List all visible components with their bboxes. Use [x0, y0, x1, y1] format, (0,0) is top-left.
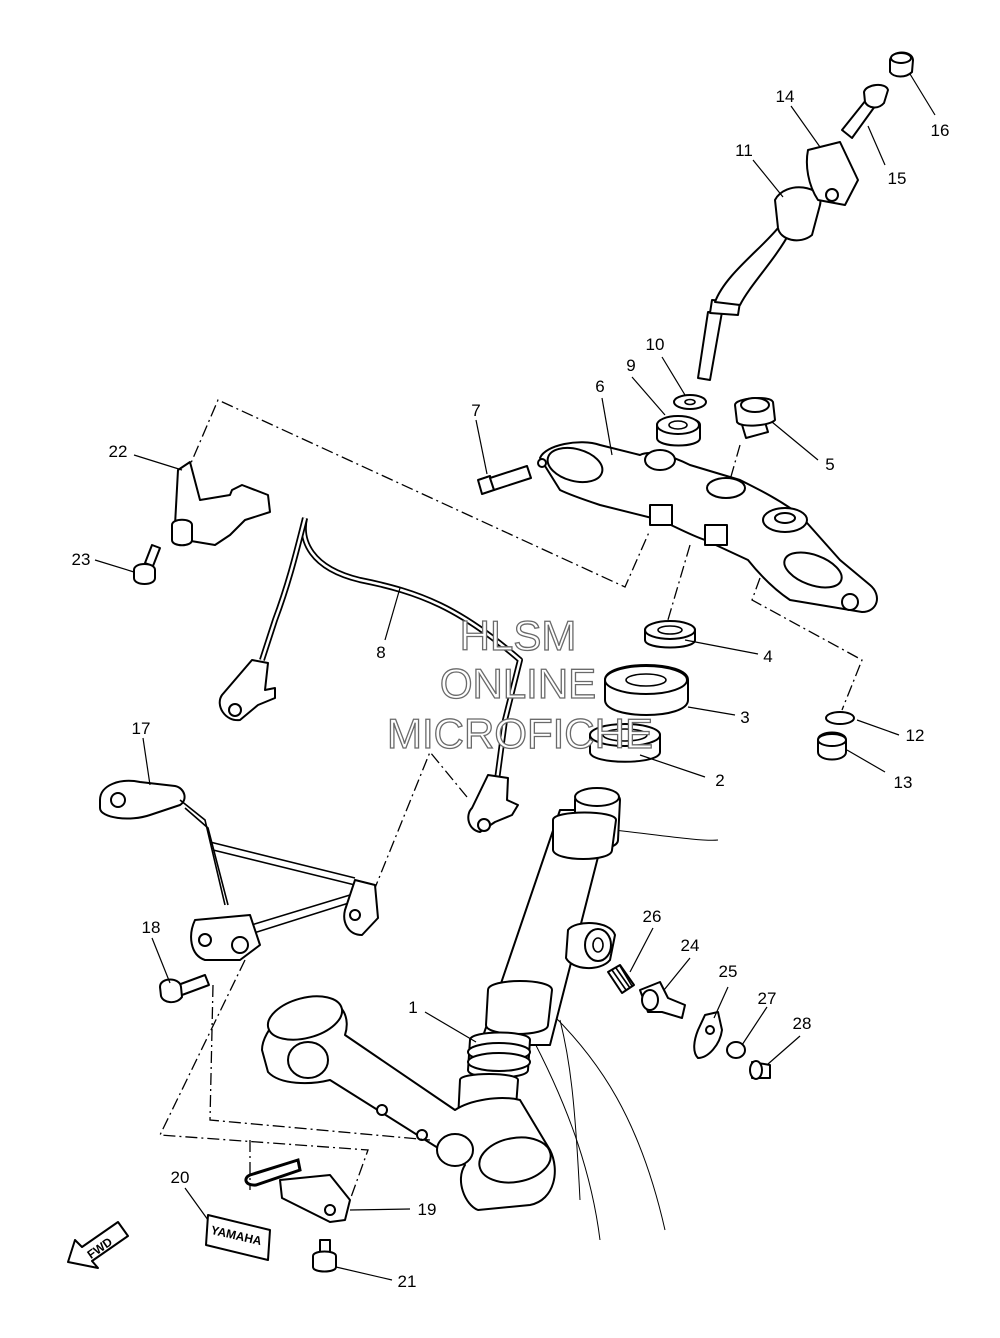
bearing-cover[interactable]: [604, 664, 689, 716]
callout-22: 22: [109, 442, 128, 461]
callout-13: 13: [894, 773, 913, 792]
stem-collar[interactable]: [656, 415, 701, 447]
callout-4: 4: [763, 647, 772, 666]
callout-25: 25: [719, 962, 738, 981]
mount-bracket[interactable]: [171, 461, 271, 547]
meter-cable[interactable]: [218, 517, 523, 833]
callout-20: 20: [171, 1168, 190, 1187]
lock-spring[interactable]: [607, 964, 635, 994]
stem-washer[interactable]: [673, 394, 707, 410]
callout-14: 14: [776, 87, 795, 106]
bearing[interactable]: [589, 723, 661, 763]
callout-26: 26: [643, 907, 662, 926]
callout-10: 10: [646, 335, 665, 354]
callout-18: 18: [142, 918, 161, 937]
callout-1: 1: [408, 998, 417, 1017]
side-bolt[interactable]: [477, 458, 547, 495]
callout-21: 21: [398, 1272, 417, 1291]
watermark-line-1: HLSM: [460, 612, 577, 659]
callout-27: 27: [758, 989, 777, 1008]
callout-numbers: 1 2 3 4 5 6 7 8 9 10 11 12 13 14 15 16 1…: [72, 87, 950, 1291]
guide-bolt[interactable]: [312, 1239, 337, 1273]
watermark-line-2: ONLINE: [440, 660, 596, 707]
handlebar[interactable]: [697, 186, 822, 381]
frame-outline: [527, 826, 719, 1241]
callout-15: 15: [888, 169, 907, 188]
mount-bolt[interactable]: [133, 544, 161, 585]
callout-17: 17: [132, 719, 151, 738]
callout-2: 2: [715, 771, 724, 790]
callout-6: 6: [595, 377, 604, 396]
fwd-arrow-icon: FWD: [67, 1221, 129, 1269]
callout-8: 8: [376, 643, 385, 662]
callout-11: 11: [735, 141, 753, 160]
upper-bracket[interactable]: [539, 441, 878, 613]
callout-3: 3: [740, 708, 749, 727]
callout-24: 24: [681, 936, 700, 955]
lock-pin[interactable]: [749, 1060, 771, 1080]
callout-5: 5: [825, 455, 834, 474]
lock-plunger[interactable]: [639, 981, 686, 1019]
steering-stem[interactable]: [261, 787, 621, 1211]
lock-nut[interactable]: [726, 1041, 746, 1059]
watermark: HLSM ONLINE MICROFICHE: [386, 611, 653, 757]
cable-guide[interactable]: [244, 1158, 351, 1223]
ring-nut[interactable]: [644, 620, 696, 649]
watermark-line-3: MICROFICHE: [387, 710, 653, 757]
crown-bolt[interactable]: [734, 397, 776, 439]
pinch-nut[interactable]: [817, 731, 847, 761]
meter-stay[interactable]: [99, 780, 379, 961]
yamaha-label[interactable]: YAMAHA: [205, 1214, 271, 1261]
callout-12: 12: [906, 726, 925, 745]
assembly-reference-lines: [158, 399, 863, 1201]
lock-plate[interactable]: [693, 1011, 723, 1059]
callout-19: 19: [418, 1200, 437, 1219]
callout-7: 7: [471, 401, 480, 420]
callout-leaders: [94, 73, 936, 1281]
clamp-bolt[interactable]: [841, 84, 889, 139]
callout-23: 23: [72, 550, 91, 569]
callout-9: 9: [626, 356, 635, 375]
clamp-nut[interactable]: [889, 51, 914, 78]
stay-bolt[interactable]: [159, 974, 210, 1004]
callout-16: 16: [931, 121, 950, 140]
pinch-washer[interactable]: [825, 711, 855, 725]
callout-28: 28: [793, 1014, 812, 1033]
handlebar-clamp[interactable]: [805, 141, 859, 206]
